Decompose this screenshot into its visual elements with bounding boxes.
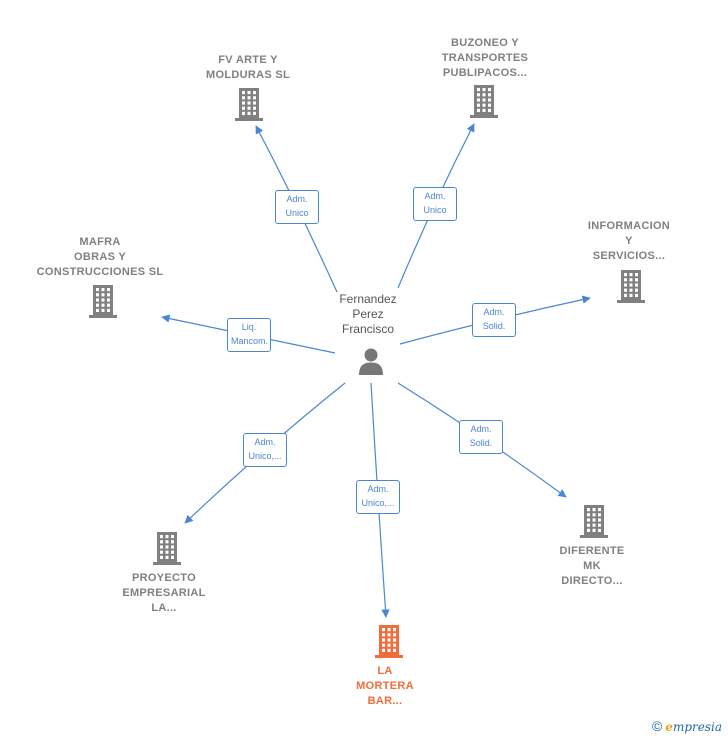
edge-role-label[interactable]: Adm. Unico [275,190,319,224]
company-label-line: MK [583,560,601,572]
building-icon[interactable] [374,623,404,664]
edge-role-label[interactable]: Adm. Unico [413,187,457,221]
company-label-line: BAR... [367,695,403,707]
company-label-line: OBRAS Y [73,251,127,263]
company-label-line: EMPRESARIAL [122,587,206,599]
copyright-icon: © [651,718,663,734]
brand-name: empresia [665,720,722,734]
company-label-line: PROYECTO [132,572,196,584]
building-icon[interactable] [469,83,499,124]
edge-role-line: Unico,... [248,451,282,461]
edge-role-line: Adm. [254,437,276,447]
edge-role-line: Unico [423,205,447,215]
company-label-line: LA... [151,602,177,614]
company-label-line: Y [625,235,633,247]
building-icon[interactable] [579,503,609,544]
edge-role-label[interactable]: Adm. Unico,... [356,480,400,514]
company-label-line: LA [377,665,393,677]
edge-role-line: Liq. [241,322,257,332]
building-icon[interactable] [88,283,118,324]
company-label-line: INFORMACION [587,220,671,232]
footer-brand: ©empresia [652,718,722,734]
edge-role-label[interactable]: Liq. Mancom. [227,318,271,352]
company-label-mortera[interactable]: LA MORTERA BAR... [305,664,465,709]
company-label-informacion[interactable]: INFORMACION Y SERVICIOS... [549,219,709,264]
center-person-label: Fernandez Perez Francisco [318,292,418,337]
center-name-line: Francisco [341,322,394,336]
center-name-line: Fernandez [339,292,397,306]
company-label-line: PUBLIPACOS... [442,67,528,79]
company-label-line: TRANSPORTES [441,52,529,64]
edge-role-line: Solid. [482,321,506,331]
edge-role-label[interactable]: Adm. Unico,... [243,433,287,467]
company-label-line: DIRECTO... [561,575,623,587]
company-label-proyecto[interactable]: PROYECTO EMPRESARIAL LA... [84,571,244,616]
edge-role-line: Adm. [286,194,308,204]
center-name-line: Perez [352,307,384,321]
edge-role-line: Unico,... [361,498,395,508]
building-icon[interactable] [234,86,264,127]
edge-role-line: Unico [285,208,309,218]
edge-role-label[interactable]: Adm. Solid. [459,420,503,454]
company-label-line: CONSTRUCCIONES SL [36,266,164,278]
company-label-line: BUZONEO Y [451,37,519,49]
edge-role-label[interactable]: Adm. Solid. [472,303,516,337]
edge-role-line: Adm. [367,484,389,494]
company-label-line: MAFRA [79,236,121,248]
edge-role-line: Adm. [470,424,492,434]
company-label-line: MOLDURAS SL [206,69,290,81]
company-label-mafra[interactable]: MAFRA OBRAS Y CONSTRUCCIONES SL [20,235,180,280]
person-icon [356,346,386,376]
company-label-buzoneo[interactable]: BUZONEO Y TRANSPORTES PUBLIPACOS... [405,36,565,81]
company-label-line: MORTERA [356,680,414,692]
building-icon[interactable] [152,530,182,571]
company-label-line: SERVICIOS... [592,250,666,262]
edge-role-line: Mancom. [231,336,269,346]
company-label-line: FV ARTE Y [218,54,278,66]
building-icon[interactable] [616,268,646,309]
company-label-fv-arte[interactable]: FV ARTE Y MOLDURAS SL [168,53,328,83]
edge-role-line: Adm. [424,191,446,201]
edge-role-line: Solid. [469,438,493,448]
company-label-diferente[interactable]: DIFERENTE MK DIRECTO... [512,544,672,589]
edge-role-line: Adm. [483,307,505,317]
company-label-line: DIFERENTE [559,545,625,557]
